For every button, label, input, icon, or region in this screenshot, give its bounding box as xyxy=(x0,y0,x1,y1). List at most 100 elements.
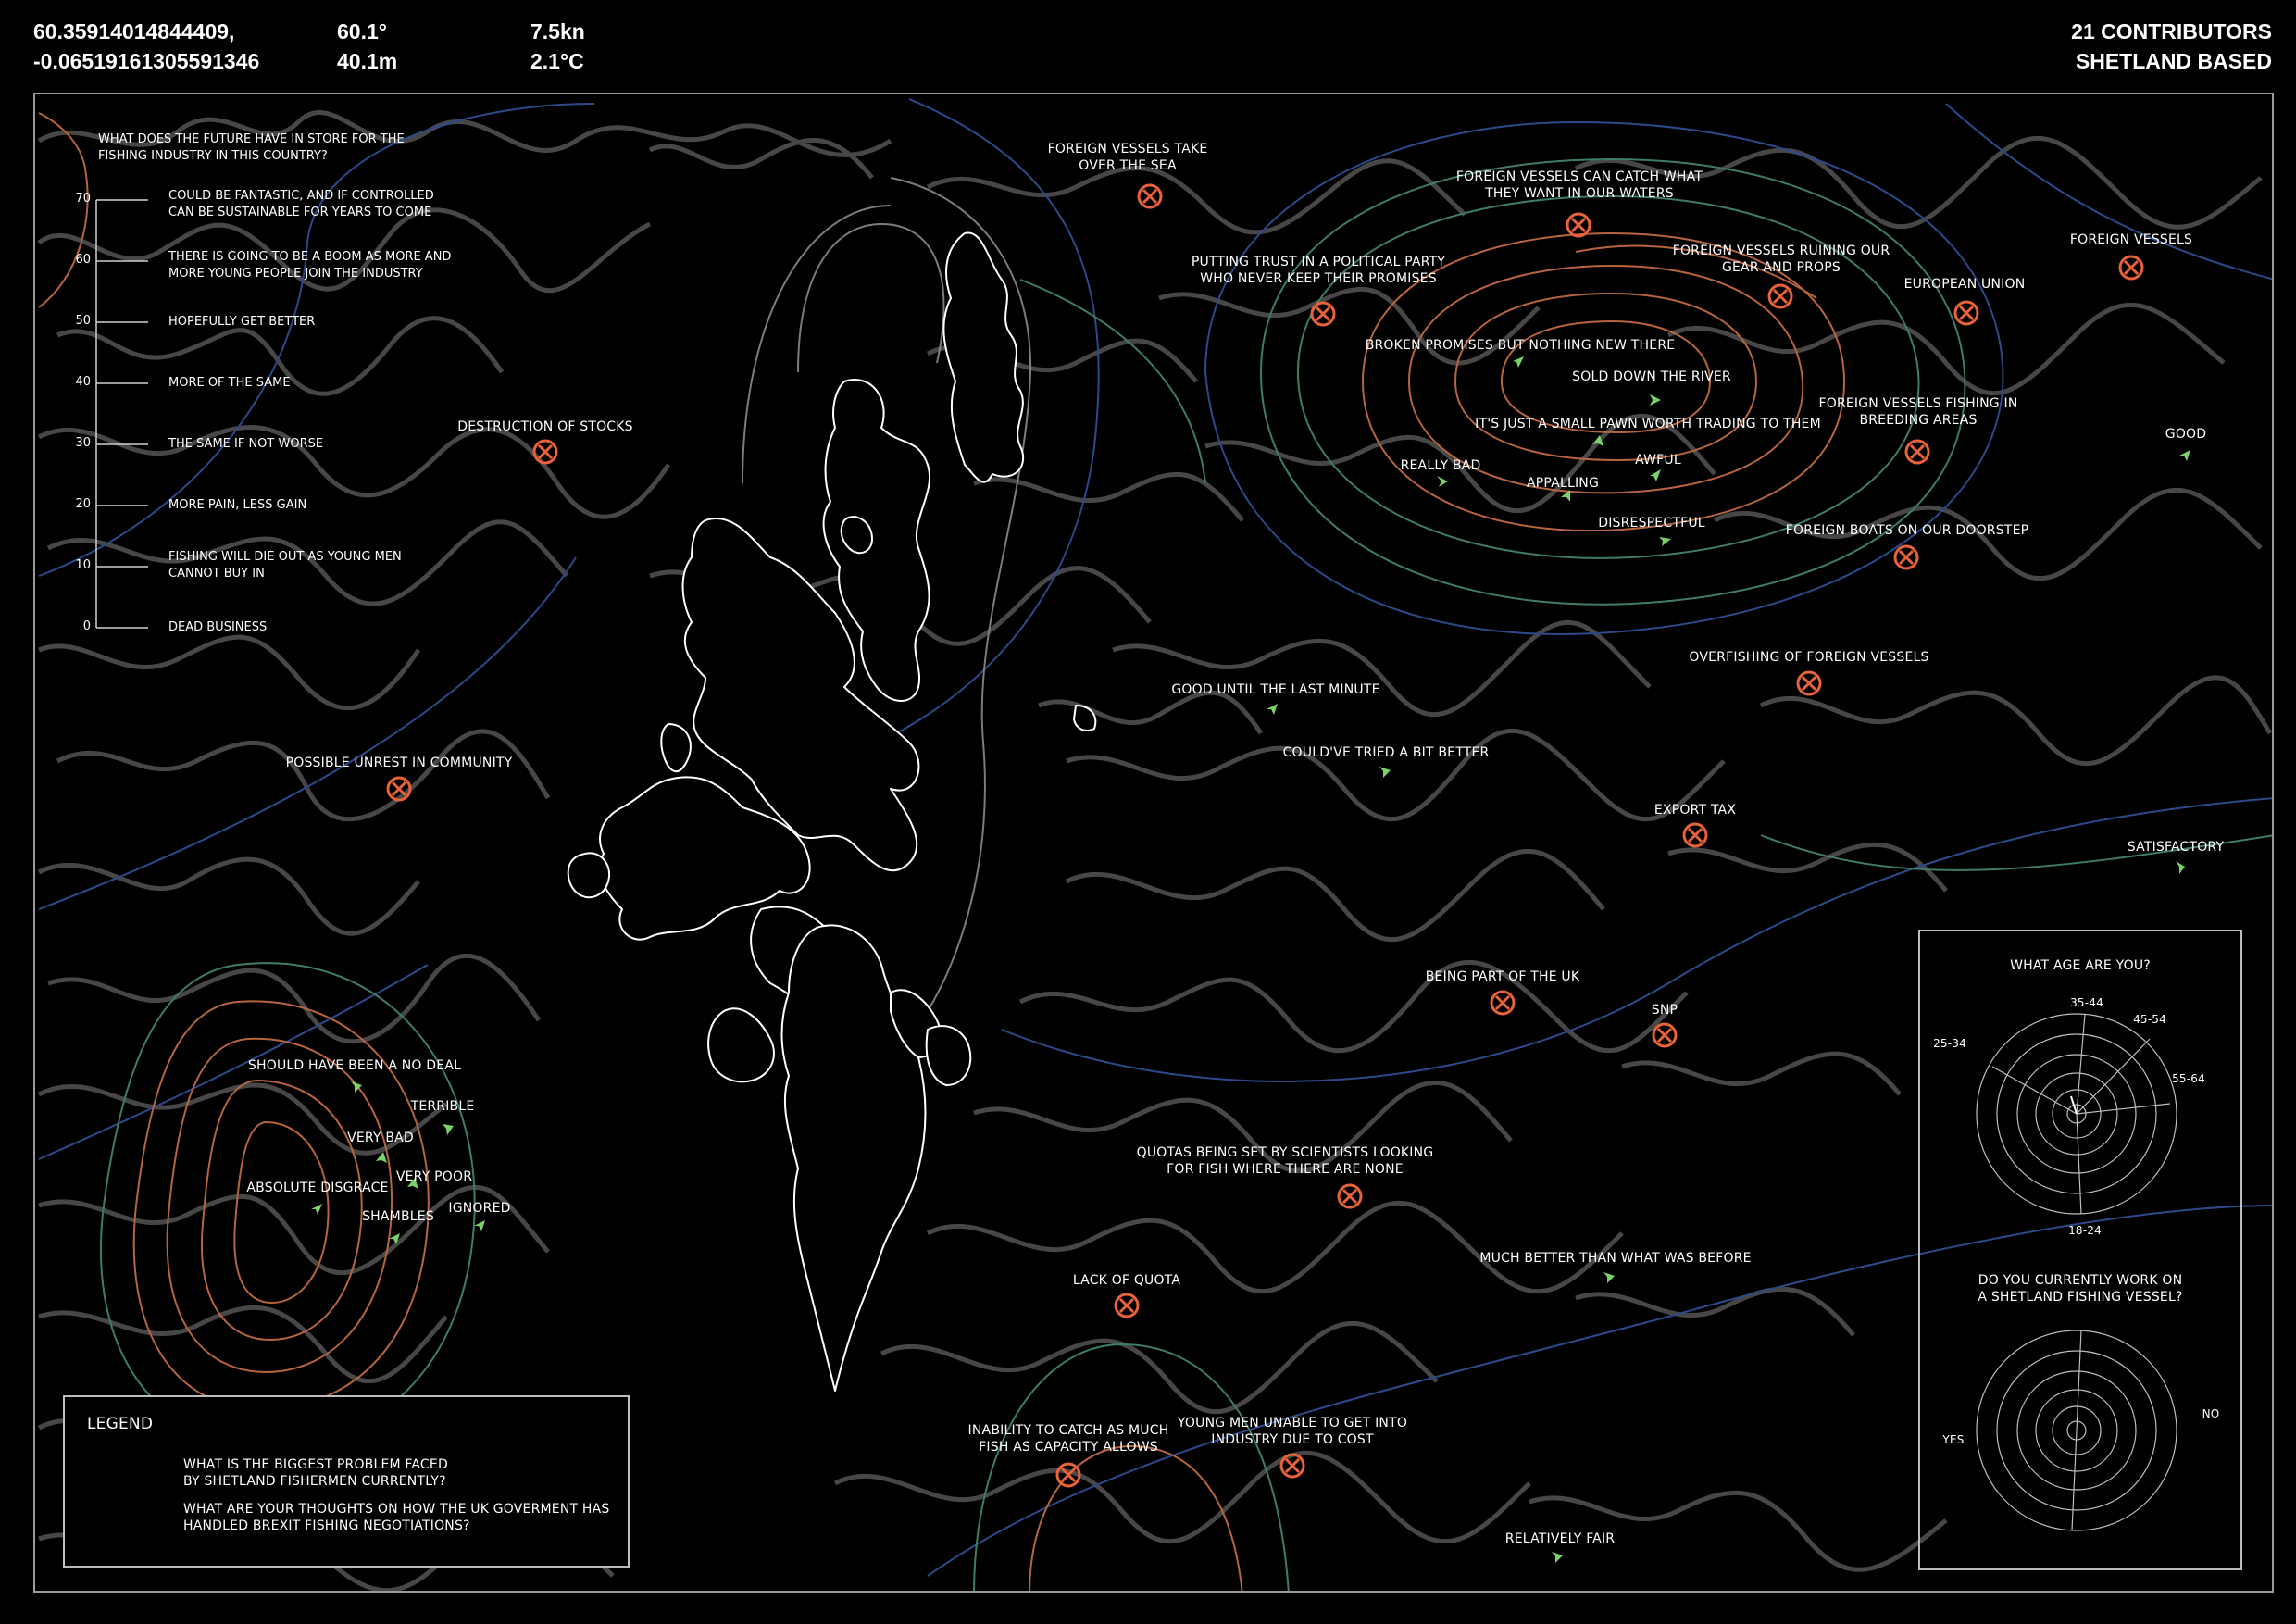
response-label: VERY BAD xyxy=(347,1131,414,1145)
contributors-count: 21 CONTRIBUTORS xyxy=(2071,19,2272,44)
response-label: GOOD xyxy=(2165,427,2207,442)
problem-marker[interactable] xyxy=(1055,1462,1081,1488)
problem-markers[interactable] xyxy=(386,183,2144,1488)
problem-marker[interactable] xyxy=(1337,1183,1363,1209)
scale-value: 30 xyxy=(75,436,91,450)
response-arrow[interactable] xyxy=(351,1081,362,1093)
response-arrow[interactable] xyxy=(1603,1272,1615,1283)
response-arrow[interactable] xyxy=(2176,861,2185,874)
heading-depth-readout: 60.1° 40.1m xyxy=(337,17,397,76)
response-arrow[interactable] xyxy=(1379,767,1391,778)
response-arrow[interactable] xyxy=(1437,476,1448,487)
age-label: 25-34 xyxy=(1933,1037,1966,1050)
problem-marker[interactable] xyxy=(386,776,412,802)
response-arrow[interactable] xyxy=(1513,356,1524,368)
problem-marker[interactable] xyxy=(1904,439,1930,465)
problem-label: EUROPEAN UNION xyxy=(1903,277,2026,292)
problem-marker[interactable] xyxy=(1137,183,1163,209)
response-label: IGNORED xyxy=(448,1201,511,1216)
problem-label: BEING PART OF THE UK xyxy=(1425,969,1580,984)
response-arrow[interactable] xyxy=(474,1220,485,1231)
response-label: COULD'VE TRIED A BIT BETTER xyxy=(1282,745,1490,760)
response-arrow[interactable] xyxy=(1650,469,1661,481)
scale-value: 70 xyxy=(75,192,91,206)
response-label: APPALLING xyxy=(1527,476,1599,491)
response-arrow[interactable] xyxy=(1552,1552,1563,1563)
green-contours xyxy=(99,157,2272,1591)
heading-value: 60.1° xyxy=(337,19,387,44)
problem-label: POSSIBLE UNREST IN COMMUNITY xyxy=(285,756,513,770)
problem-label: PUTTING TRUST IN A POLITICAL PARTY WHO N… xyxy=(1191,255,1446,286)
scale-label: FISHING WILL DIE OUT AS YOUNG MEN CANNOT… xyxy=(168,550,402,581)
age-label: 18-24 xyxy=(2068,1224,2102,1237)
response-arrow[interactable] xyxy=(1267,704,1278,715)
age-label: 45-54 xyxy=(2133,1013,2166,1026)
problem-marker[interactable] xyxy=(1490,990,1516,1016)
response-arrow[interactable] xyxy=(311,1204,322,1215)
problem-label: QUOTAS BEING SET BY SCIENTISTS LOOKING F… xyxy=(1136,1145,1434,1177)
shetland-coastline xyxy=(567,231,1097,1392)
problem-label: INABILITY TO CATCH AS MUCH FISH AS CAPAC… xyxy=(967,1423,1169,1455)
scale-label: DEAD BUSINESS xyxy=(168,620,268,634)
future-scale-ruler xyxy=(95,199,148,629)
problem-marker[interactable] xyxy=(1682,822,1708,848)
problem-marker[interactable] xyxy=(532,439,558,465)
problem-marker[interactable] xyxy=(1767,283,1793,309)
problem-label: DESTRUCTION OF STOCKS xyxy=(457,419,633,434)
problem-marker[interactable] xyxy=(1566,212,1591,238)
response-label: SHOULD HAVE BEEN A NO DEAL xyxy=(247,1058,462,1073)
problem-marker[interactable] xyxy=(1279,1453,1305,1479)
problem-marker[interactable] xyxy=(1310,301,1336,327)
scale-value: 40 xyxy=(75,375,91,389)
problem-label: OVERFISHING OF FOREIGN VESSELS xyxy=(1689,650,1929,665)
response-arrow[interactable] xyxy=(443,1124,454,1135)
problem-marker[interactable] xyxy=(1652,1022,1678,1048)
survey-charts-panel: WHAT AGE ARE YOU? 35-44 45-54 55-64 18-2… xyxy=(1918,930,2242,1570)
response-arrow[interactable] xyxy=(2179,450,2190,461)
legend-title: LEGEND xyxy=(87,1415,154,1433)
response-label: AWFUL xyxy=(1635,453,1681,468)
problem-label: FOREIGN BOATS ON OUR DOORSTEP xyxy=(1785,523,2029,538)
response-arrows[interactable] xyxy=(311,356,2190,1563)
map-frame[interactable]: WHAT DOES THE FUTURE HAVE IN STORE FOR T… xyxy=(33,93,2274,1593)
vessel-yes-label: YES xyxy=(1942,1433,1965,1446)
scale-label: HOPEFULLY GET BETTER xyxy=(168,315,316,329)
response-label: DISRESPECTFUL xyxy=(1598,516,1705,531)
speed-value: 7.5kn xyxy=(530,19,585,44)
scale-value: 50 xyxy=(75,314,91,328)
scale-label: COULD BE FANTASTIC, AND IF CONTROLLED CA… xyxy=(168,189,434,219)
latitude: 60.35914014844409, xyxy=(33,19,235,44)
response-arrow[interactable] xyxy=(376,1152,387,1163)
age-chart-title: WHAT AGE ARE YOU? xyxy=(2010,958,2151,973)
response-arrow[interactable] xyxy=(1592,435,1603,446)
scale-value: 0 xyxy=(82,619,91,633)
problem-marker[interactable] xyxy=(1893,544,1919,570)
response-label: IT'S JUST A SMALL PAWN WORTH TRADING TO … xyxy=(1475,417,1821,431)
response-label: BROKEN PROMISES BUT NOTHING NEW THERE xyxy=(1365,338,1676,353)
coordinates-readout: 60.35914014844409, -0.06519161305591346 xyxy=(33,17,259,76)
problem-label: FOREIGN VESSELS FISHING IN BREEDING AREA… xyxy=(1818,396,2018,428)
problem-marker[interactable] xyxy=(2118,255,2144,281)
response-label: RELATIVELY FAIR xyxy=(1504,1531,1616,1546)
age-polar-chart xyxy=(1976,1013,2177,1215)
legend-box: LEGEND WHAT IS THE BIGGEST PROBLEM FACED… xyxy=(63,1395,630,1568)
problem-marker[interactable] xyxy=(1796,670,1822,696)
problem-label: YOUNG MEN UNABLE TO GET INTO INDUSTRY DU… xyxy=(1177,1416,1408,1447)
response-arrow[interactable] xyxy=(389,1233,400,1244)
response-arrow[interactable] xyxy=(407,1178,418,1189)
response-arrow[interactable] xyxy=(1659,537,1671,546)
vessel-no-label: NO xyxy=(2202,1407,2220,1420)
response-label: VERY POOR xyxy=(395,1169,473,1184)
response-label: SATISFACTORY xyxy=(2127,840,2225,855)
problem-marker[interactable] xyxy=(1953,300,1979,326)
vessel-polar-chart xyxy=(1976,1330,2177,1531)
temperature-value: 2.1°C xyxy=(530,49,584,73)
age-label: 35-44 xyxy=(2070,996,2103,1009)
response-arrow[interactable] xyxy=(1650,394,1661,406)
problem-label: FOREIGN VESSELS xyxy=(2069,232,2193,247)
problem-marker[interactable] xyxy=(1114,1293,1140,1318)
contributors-readout: 21 CONTRIBUTORS SHETLAND BASED xyxy=(2071,17,2272,76)
scale-label: THERE IS GOING TO BE A BOOM AS MORE AND … xyxy=(168,250,452,281)
response-arrow[interactable] xyxy=(1561,490,1570,502)
response-label: GOOD UNTIL THE LAST MINUTE xyxy=(1171,682,1380,697)
